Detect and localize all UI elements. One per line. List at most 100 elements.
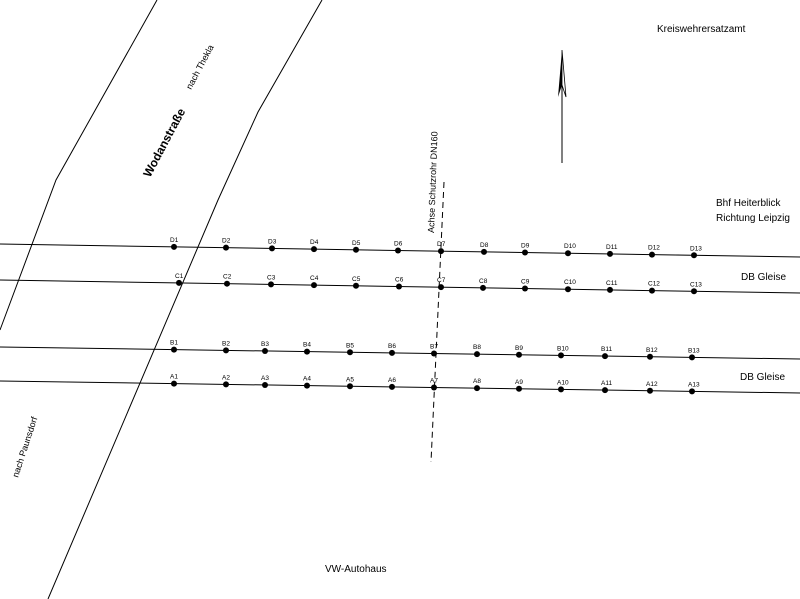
label-bhf-heiterblick: Bhf Heiterblick bbox=[716, 198, 781, 209]
point-b10 bbox=[558, 352, 564, 359]
point-label-d1: D1 bbox=[170, 237, 179, 244]
point-label-b11: B11 bbox=[601, 346, 612, 353]
point-c3 bbox=[268, 281, 274, 288]
point-d11 bbox=[607, 250, 613, 257]
label-richtung-leipzig: Richtung Leipzig bbox=[716, 213, 790, 224]
point-d12 bbox=[649, 251, 655, 258]
label-nach-paunsdorf: nach Paunsdorf bbox=[10, 415, 39, 479]
point-b2 bbox=[223, 347, 229, 354]
point-label-d10: D10 bbox=[564, 243, 576, 250]
point-a5 bbox=[347, 383, 353, 390]
point-label-b1: B1 bbox=[170, 340, 178, 347]
point-label-a4: A4 bbox=[303, 376, 311, 383]
point-label-a2: A2 bbox=[222, 374, 230, 381]
point-label-a11: A11 bbox=[601, 380, 612, 387]
point-label-a10: A10 bbox=[557, 379, 569, 386]
point-label-c4: C4 bbox=[310, 275, 319, 282]
point-d13 bbox=[691, 252, 697, 259]
point-c11 bbox=[607, 286, 613, 293]
point-label-a6: A6 bbox=[388, 377, 396, 384]
point-label-d2: D2 bbox=[222, 238, 231, 245]
point-b7 bbox=[431, 350, 437, 357]
point-b11 bbox=[602, 353, 608, 360]
point-label-a5: A5 bbox=[346, 376, 354, 383]
point-label-a7: A7 bbox=[430, 378, 438, 385]
point-label-c10: C10 bbox=[564, 279, 576, 286]
point-label-b7: B7 bbox=[430, 344, 438, 351]
label-vw-autohaus: VW-Autohaus bbox=[325, 564, 387, 575]
point-d9 bbox=[522, 249, 528, 256]
point-c13 bbox=[691, 288, 697, 295]
point-b12 bbox=[647, 353, 653, 360]
label-wodanstrasse: Wodanstraße bbox=[140, 106, 188, 180]
point-label-d8: D8 bbox=[480, 242, 489, 249]
point-label-a1: A1 bbox=[170, 374, 178, 381]
point-label-a9: A9 bbox=[515, 379, 523, 386]
point-label-d5: D5 bbox=[352, 240, 361, 247]
point-label-d13: D13 bbox=[690, 245, 702, 252]
point-label-a12: A12 bbox=[646, 381, 658, 388]
point-label-b5: B5 bbox=[346, 342, 354, 349]
north-arrow-icon bbox=[558, 49, 567, 163]
point-label-d9: D9 bbox=[521, 243, 530, 250]
point-a9 bbox=[516, 385, 522, 392]
point-d4 bbox=[311, 246, 317, 253]
point-label-c2: C2 bbox=[223, 274, 232, 281]
point-a7 bbox=[431, 384, 437, 391]
point-a12 bbox=[647, 387, 653, 394]
point-label-d12: D12 bbox=[648, 245, 660, 252]
point-c8 bbox=[480, 284, 486, 291]
point-c6 bbox=[396, 283, 402, 290]
label-achse-schutzrohr: Achse Schutzrohr DN160 bbox=[426, 131, 440, 233]
point-b4 bbox=[304, 348, 310, 355]
point-a10 bbox=[558, 386, 564, 393]
label-kreiswehrersatzamt: Kreiswehrersatzamt bbox=[657, 24, 746, 35]
point-c2 bbox=[224, 280, 230, 287]
point-d2 bbox=[223, 244, 229, 251]
point-label-c11: C11 bbox=[606, 280, 618, 287]
point-label-a3: A3 bbox=[261, 375, 269, 382]
point-c10 bbox=[565, 286, 571, 293]
point-b9 bbox=[516, 351, 522, 358]
point-label-c6: C6 bbox=[395, 276, 404, 283]
point-label-a13: A13 bbox=[688, 381, 700, 388]
track-b bbox=[0, 346, 800, 360]
point-label-c13: C13 bbox=[690, 281, 702, 288]
road-edge-right bbox=[47, 0, 323, 599]
point-a11 bbox=[602, 387, 608, 394]
point-label-c12: C12 bbox=[648, 281, 660, 288]
label-db-gleise-upper: DB Gleise bbox=[741, 272, 786, 283]
point-d7 bbox=[438, 248, 444, 255]
point-b1 bbox=[171, 346, 177, 353]
point-a6 bbox=[389, 383, 395, 390]
point-a1 bbox=[171, 380, 177, 387]
point-b6 bbox=[389, 349, 395, 356]
label-db-gleise-lower: DB Gleise bbox=[740, 372, 785, 383]
point-d5 bbox=[353, 246, 359, 253]
point-label-b6: B6 bbox=[388, 343, 396, 350]
point-a8 bbox=[474, 385, 480, 392]
point-a3 bbox=[262, 381, 268, 388]
point-a2 bbox=[223, 381, 229, 388]
point-label-b2: B2 bbox=[222, 340, 230, 347]
label-nach-thekla: nach Thekla bbox=[184, 43, 216, 91]
point-d8 bbox=[481, 248, 487, 255]
point-d1 bbox=[171, 243, 177, 250]
point-label-b13: B13 bbox=[688, 347, 700, 354]
point-label-c3: C3 bbox=[267, 274, 276, 281]
point-c9 bbox=[522, 285, 528, 292]
point-b8 bbox=[474, 351, 480, 358]
point-c5 bbox=[353, 282, 359, 289]
pipe-axis bbox=[430, 181, 445, 463]
point-label-b4: B4 bbox=[303, 342, 311, 349]
point-label-b8: B8 bbox=[473, 344, 481, 351]
point-b13 bbox=[689, 354, 695, 361]
point-label-d11: D11 bbox=[606, 244, 618, 251]
point-label-b10: B10 bbox=[557, 345, 569, 352]
point-c4 bbox=[311, 282, 317, 289]
point-c12 bbox=[649, 287, 655, 294]
track-a bbox=[0, 380, 800, 394]
point-c7 bbox=[438, 284, 444, 291]
